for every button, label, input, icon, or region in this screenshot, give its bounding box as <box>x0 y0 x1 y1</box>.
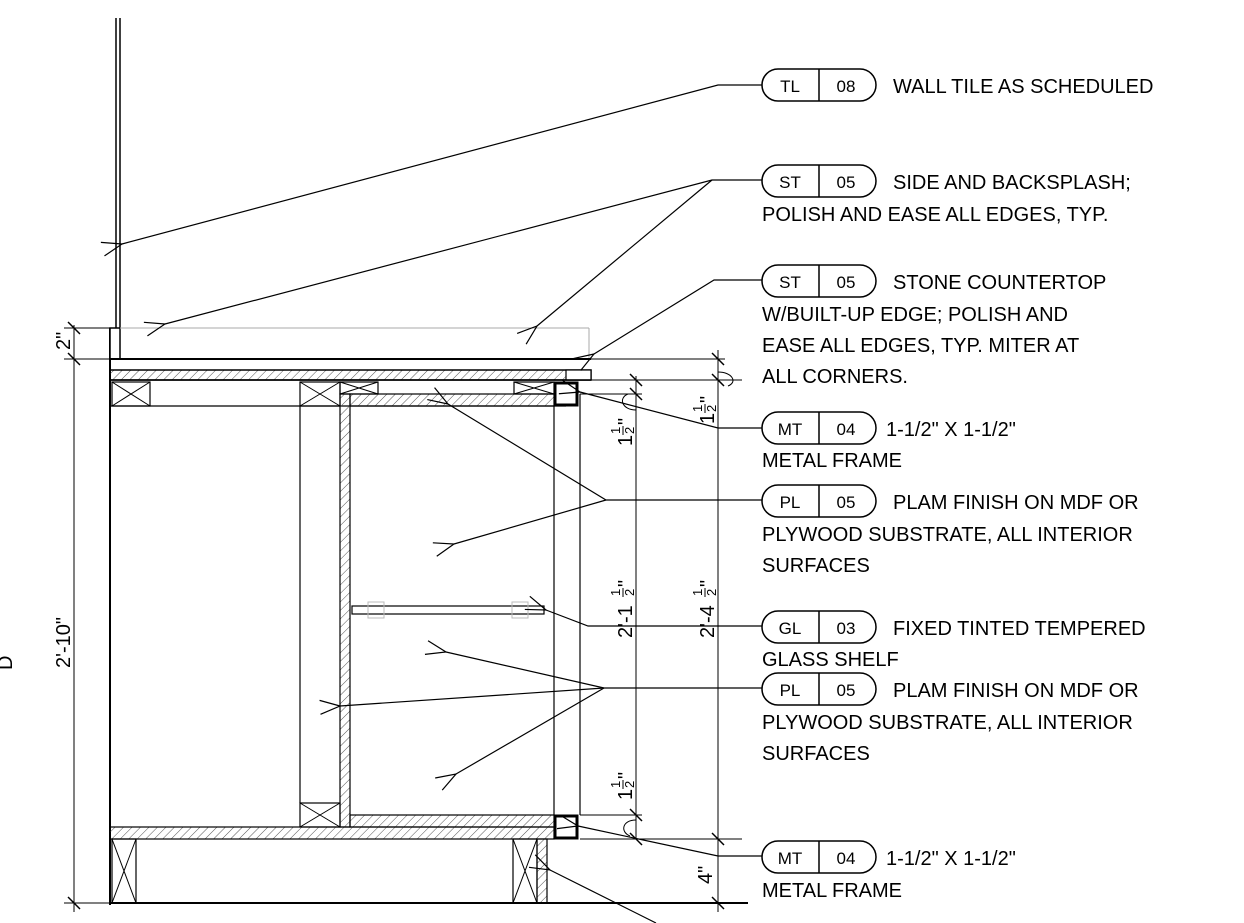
svg-text:PLAM FINISH ON MDF OR: PLAM FINISH ON MDF OR <box>893 680 1139 702</box>
svg-text:2'-1: 2'-1 <box>615 605 637 638</box>
svg-text:1-1/2" X 1-1/2": 1-1/2" X 1-1/2" <box>886 848 1016 870</box>
svg-text:2'-4: 2'-4 <box>697 605 719 638</box>
svg-text:1: 1 <box>608 781 623 788</box>
svg-text:TL: TL <box>780 77 800 96</box>
svg-text:1: 1 <box>697 413 719 424</box>
svg-text:1: 1 <box>690 589 705 596</box>
dim-top-frame-inner: 1 1 2 " <box>608 418 637 446</box>
edge-mark: D <box>0 656 17 670</box>
svg-text:": " <box>697 396 719 403</box>
svg-text:GL: GL <box>779 619 802 638</box>
cabinet-body <box>109 381 748 904</box>
callout-mt-04-bottom: MT 04 1-1/2" X 1-1/2" METAL FRAME <box>761 840 1016 902</box>
svg-text:STONE COUNTERTOP: STONE COUNTERTOP <box>893 272 1106 294</box>
stone-countertop <box>109 358 592 381</box>
svg-text:PLAM FINISH ON MDF OR: PLAM FINISH ON MDF OR <box>893 492 1139 514</box>
dim-base-height: 4" <box>695 866 717 884</box>
svg-text:SIDE AND BACKSPLASH;: SIDE AND BACKSPLASH; <box>893 172 1131 194</box>
svg-text:2: 2 <box>622 427 637 434</box>
svg-text:MT: MT <box>778 849 803 868</box>
svg-text:SURFACES: SURFACES <box>762 743 870 765</box>
svg-text:WALL TILE AS SCHEDULED: WALL TILE AS SCHEDULED <box>893 76 1153 98</box>
svg-text:SURFACES: SURFACES <box>762 555 870 577</box>
svg-text:POLISH AND EASE ALL EDGES, TYP: POLISH AND EASE ALL EDGES, TYP. <box>762 204 1108 226</box>
svg-text:ST: ST <box>779 173 801 192</box>
svg-text:2: 2 <box>704 589 719 596</box>
svg-text:04: 04 <box>837 849 856 868</box>
metal-frame-top <box>553 381 579 407</box>
svg-text:1: 1 <box>608 589 623 596</box>
dim-backsplash-height: 2" <box>53 332 75 350</box>
svg-text:2: 2 <box>622 589 637 596</box>
wall <box>109 18 121 905</box>
callout-pl-05-lower: PL 05 PLAM FINISH ON MDF OR PLYWOOD SUBS… <box>761 672 1139 765</box>
svg-text:GLASS SHELF: GLASS SHELF <box>762 649 899 671</box>
svg-text:08: 08 <box>837 77 856 96</box>
svg-text:MT: MT <box>778 420 803 439</box>
stone-backsplash <box>109 327 590 360</box>
svg-text:05: 05 <box>837 493 856 512</box>
svg-text:ALL CORNERS.: ALL CORNERS. <box>762 366 908 388</box>
svg-text:2: 2 <box>622 781 637 788</box>
svg-text:2: 2 <box>704 405 719 412</box>
svg-text:05: 05 <box>837 681 856 700</box>
callout-tl-08: TL 08 WALL TILE AS SCHEDULED <box>761 68 1153 102</box>
svg-text:03: 03 <box>837 619 856 638</box>
dimension-labels: 2" 2'-10" 4" 1 1 2 " 1 1 2 " 1 1 2 <box>0 332 719 884</box>
svg-text:": " <box>697 580 719 587</box>
svg-text:PL: PL <box>780 681 801 700</box>
svg-text:": " <box>615 580 637 587</box>
glass-shelf <box>351 601 545 619</box>
svg-text:PLYWOOD SUBSTRATE, ALL INTERIO: PLYWOOD SUBSTRATE, ALL INTERIOR <box>762 524 1133 546</box>
dim-cabinet-outer: 2'-4 1 2 " <box>690 580 719 638</box>
callout-st-05-countertop: ST 05 STONE COUNTERTOP W/BUILT-UP EDGE; … <box>761 264 1106 388</box>
callout-st-05-backsplash: ST 05 SIDE AND BACKSPLASH; POLISH AND EA… <box>761 164 1131 226</box>
dim-bottom-frame: 1 1 2 " <box>608 772 637 800</box>
svg-text:05: 05 <box>837 173 856 192</box>
svg-text:1-1/2" X 1-1/2": 1-1/2" X 1-1/2" <box>886 419 1016 441</box>
svg-text:": " <box>615 418 637 425</box>
dimension-lines <box>64 321 742 912</box>
callout-mt-04-top: MT 04 1-1/2" X 1-1/2" METAL FRAME <box>761 411 1016 472</box>
svg-text:ST: ST <box>779 273 801 292</box>
dim-overall-height: 2'-10" <box>53 617 75 668</box>
svg-text:PLYWOOD SUBSTRATE, ALL INTERIO: PLYWOOD SUBSTRATE, ALL INTERIOR <box>762 712 1133 734</box>
svg-text:PL: PL <box>780 493 801 512</box>
svg-text:1: 1 <box>608 427 623 434</box>
svg-text:W/BUILT-UP EDGE; POLISH AND: W/BUILT-UP EDGE; POLISH AND <box>762 304 1068 326</box>
callout-gl-03: GL 03 FIXED TINTED TEMPERED GLASS SHELF <box>761 610 1146 671</box>
svg-text:METAL FRAME: METAL FRAME <box>762 450 902 472</box>
metal-frame-bottom <box>553 814 579 840</box>
svg-text:FIXED TINTED TEMPERED: FIXED TINTED TEMPERED <box>893 618 1146 640</box>
leader-lines <box>122 84 762 923</box>
callout-pl-05-upper: PL 05 PLAM FINISH ON MDF OR PLYWOOD SUBS… <box>761 484 1139 577</box>
svg-text:METAL FRAME: METAL FRAME <box>762 880 902 902</box>
svg-text:1: 1 <box>615 435 637 446</box>
svg-text:05: 05 <box>837 273 856 292</box>
dim-cabinet-inner: 2'-1 1 2 " <box>608 580 637 638</box>
svg-text:1: 1 <box>690 405 705 412</box>
svg-text:": " <box>615 772 637 779</box>
svg-text:EASE ALL EDGES, TYP. MITER AT: EASE ALL EDGES, TYP. MITER AT <box>762 335 1079 357</box>
svg-text:1: 1 <box>615 789 637 800</box>
svg-text:04: 04 <box>837 420 856 439</box>
dim-top-frame-outer: 1 1 2 " <box>690 396 719 424</box>
